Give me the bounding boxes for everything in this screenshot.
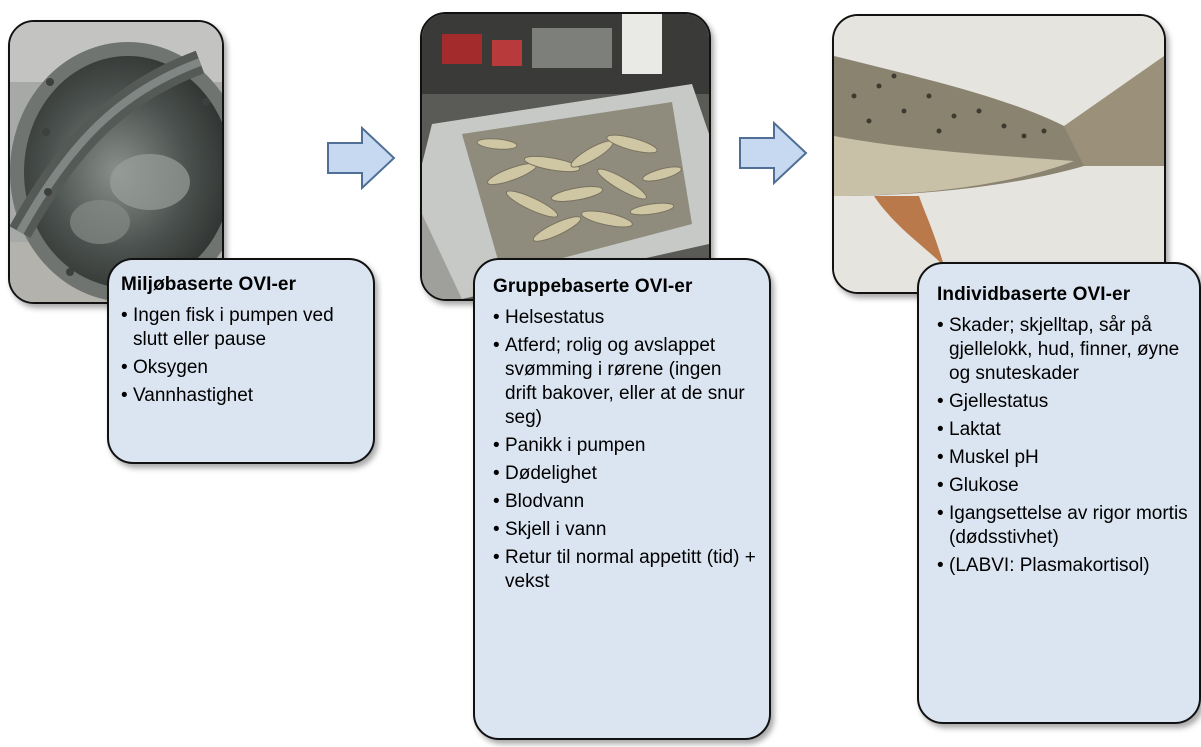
list-item: Igangsettelse av rigor mortis (dødsstivh… [937, 502, 1189, 550]
list-item: Vannhastighet [121, 384, 363, 408]
card-list: Helsestatus Atferd; rolig og avslappet s… [493, 306, 757, 594]
list-item: Dødelighet [493, 462, 757, 486]
list-item: Laktat [937, 418, 1189, 442]
list-item: (LABVI: Plasmakortisol) [937, 554, 1189, 578]
list-item: Panikk i pumpen [493, 434, 757, 458]
environment-ovi-card: Miljøbaserte OVI-er Ingen fisk i pumpen … [107, 258, 375, 464]
list-item: Skader; skjelltap, sår på gjellelokk, hu… [937, 314, 1189, 386]
list-item: Oksygen [121, 356, 363, 380]
group-ovi-card: Gruppebaserte OVI-er Helsestatus Atferd;… [473, 258, 771, 740]
right-arrow-icon [739, 121, 808, 185]
fish-tank-photo [420, 12, 711, 301]
list-item: Blodvann [493, 490, 757, 514]
list-item: Helsestatus [493, 306, 757, 330]
list-item: Retur til normal appetitt (tid) + vekst [493, 546, 757, 594]
list-item: Ingen fisk i pumpen ved slutt eller paus… [121, 304, 363, 352]
list-item: Skjell i vann [493, 518, 757, 542]
card-list: Ingen fisk i pumpen ved slutt eller paus… [121, 304, 363, 408]
salmon-tail-photo [832, 14, 1166, 294]
card-title: Individbaserte OVI-er [937, 284, 1131, 305]
list-item: Atferd; rolig og avslappet svømming i rø… [493, 334, 757, 430]
individual-ovi-card: Individbaserte OVI-er Skader; skjelltap,… [917, 262, 1201, 724]
list-item: Gjellestatus [937, 390, 1189, 414]
card-list: Skader; skjelltap, sår på gjellelokk, hu… [937, 314, 1189, 578]
list-item: Glukose [937, 474, 1189, 498]
list-item: Muskel pH [937, 446, 1189, 470]
right-arrow-icon [327, 126, 396, 190]
card-title: Miljøbaserte OVI-er [121, 274, 297, 295]
card-title: Gruppebaserte OVI-er [493, 276, 693, 297]
